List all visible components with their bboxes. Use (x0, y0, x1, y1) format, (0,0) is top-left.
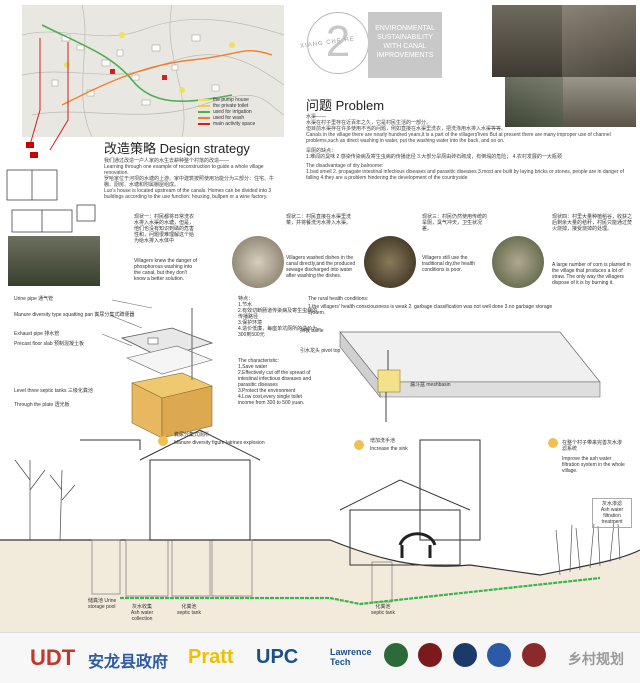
logo-rural-planning: 乡村规划 (568, 651, 624, 667)
university-seal-3 (452, 643, 477, 667)
stage4-en: A large number of corn is planted in the… (552, 262, 631, 286)
stage1-photo (8, 236, 100, 286)
photo-stream (505, 77, 563, 127)
logo-pratt: Pratt (188, 646, 234, 668)
strategy-title: 改造策略 Design strategy (104, 141, 250, 156)
logo-udt: UDT (30, 645, 76, 670)
legend-item-pump: the pump house (198, 97, 255, 103)
step1-cn: 粪尿分集式厕所 (174, 432, 210, 438)
legend-item-wash: used for wash (198, 115, 255, 121)
problem-title: 问题 Problem (306, 98, 385, 113)
photo-canal (563, 77, 636, 127)
step3-cn: 在整个村子带来完善灰水渗滤系统 (562, 440, 623, 452)
label-manure-pool: 储粪池 Urine storage pool (88, 598, 117, 610)
logo-footer: UDT 安龙县政府 Pratt UPC Lawrence Tech 乡村规划 (0, 632, 640, 683)
features-cn: 特点： 1.节水 2.有效切断肠道传染病及寄生虫病的传播路径 3.保护环境 4.… (238, 296, 318, 338)
site-section (0, 429, 640, 632)
rural-health-text: 1.the villagers' health consciousness is… (308, 304, 553, 316)
step2-cn: 增加洗手池 (370, 438, 396, 444)
label-floor-slab: Precast floor slab 预制混凝土板 (14, 341, 85, 347)
university-seal-2 (418, 643, 443, 667)
label-baffle: 挡板 baffle (300, 328, 324, 334)
stage4-cn: 现状四：村里大量种植稻谷，收获之后剩余大量的秸秆，村民只能通过焚火烧掉，接受烧掉… (552, 214, 633, 232)
stage2-en: Villagers washed dishes in the canal dir… (286, 255, 356, 279)
step3-marker (548, 438, 558, 448)
village-map: the pump house the private toilet used f… (21, 4, 285, 138)
label-exhaust-pipe: Exhaust pipe 排水管 (14, 331, 60, 337)
university-seal-4 (487, 643, 512, 667)
legend-item-activity: main activity space (198, 121, 255, 127)
logo-upc: UPC (256, 646, 299, 668)
label-pipe-top: 引水龙头 pivot top (300, 348, 341, 354)
strategy-text: 我们通过改造一户人家的水生去耕种整个村落的改造—— Learning throu… (104, 158, 275, 200)
university-seal-5 (521, 643, 546, 667)
university-seal-1 (384, 643, 408, 667)
step1-marker (158, 436, 168, 446)
rural-health-title: The rural health conditions: (308, 296, 369, 302)
label-plate: Through the plate 透光板 (14, 402, 70, 408)
stage3-en: Villagers still use the traditional dry,… (422, 255, 475, 273)
label-septic: Level three septic tanks 三级化粪池 (14, 388, 93, 394)
logo-lawrence: Lawrence Tech (330, 647, 372, 667)
stage1-en: Villagers knew the danger of phosphorous… (134, 258, 198, 282)
step2-en: Increase the sink (370, 446, 408, 452)
stage2-photo (232, 236, 284, 288)
header-title-block: ENVIRONMENTAL SUSTAINABILITY WITH CANAL … (368, 12, 442, 78)
label-urine-pipe: Urine pipe 通气管 (14, 296, 54, 302)
village-map-drawing (21, 4, 285, 138)
stage4-photo (492, 236, 544, 288)
photo-house-wall (562, 5, 636, 77)
problem-text: 水渠—— 水渠在村子里存在近百年之久，它是村民生活的一部分。 但目前水渠存在许多… (306, 114, 624, 181)
stage1-cn: 现状一：村民都将日常洗衣水排入水渠的水塘，但是，他们也没有知识到磷的危害性和，问… (134, 214, 195, 244)
step2-marker (354, 440, 364, 450)
canal-sink-diagram (339, 331, 601, 422)
stage2-cn: 现状二：村民直接在水渠里洗菜，并将餐洗污水排入水渠。 (286, 214, 352, 226)
stage3-photo (364, 236, 416, 288)
toilet-exploded-diagram (101, 299, 214, 439)
step1-en: Manure diversity figure latrines explosi… (174, 440, 265, 446)
step3-en: Improve the ash water filtration system … (562, 456, 625, 474)
stage3-cn: 现状三：村民仍然使用传统的旱厕，臭气冲天，卫生状况差。 (422, 214, 488, 232)
legend-item-toilet: the private toilet (198, 103, 255, 109)
label-mesh-basin: 漏斗盆 meshbasin (410, 382, 451, 388)
photo-village-house (492, 5, 562, 77)
label-manure-pan: Manure diversity type squatting pan 粪尿分集… (14, 312, 135, 318)
legend-item-irrigation: used for irrigation (198, 109, 255, 115)
seal-row (384, 643, 546, 672)
badge-number: 2 (325, 17, 351, 66)
logo-anlong: 安龙县政府 (88, 654, 169, 671)
map-legend: the pump house the private toilet used f… (198, 97, 255, 127)
features-en: The characteristic: 1.Save water 2.Effec… (238, 358, 312, 406)
